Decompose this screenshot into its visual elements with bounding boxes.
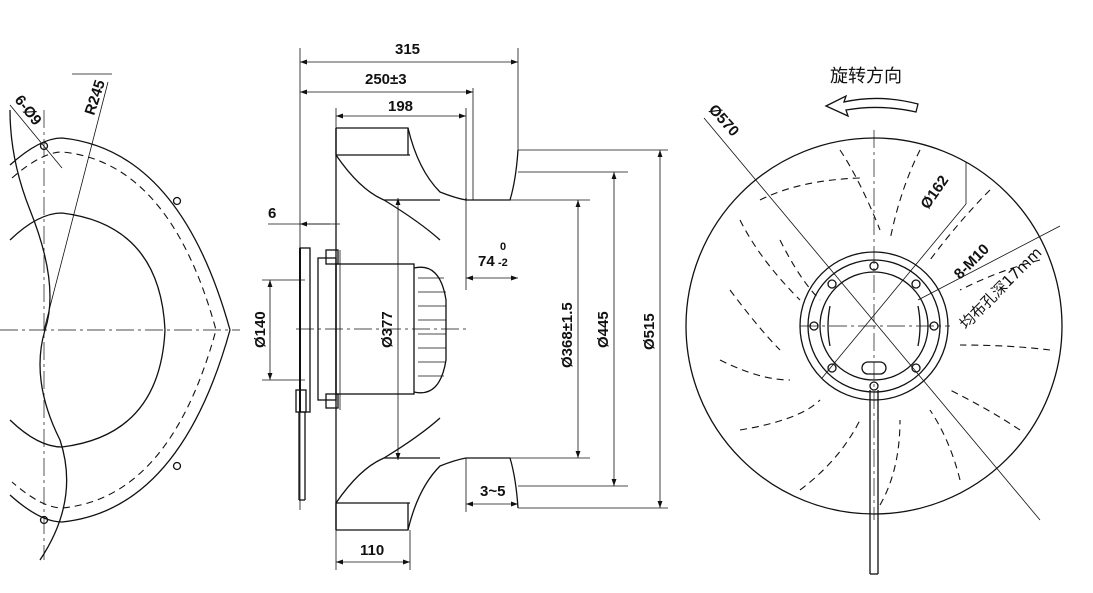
dim-hub-depth: 198: [388, 98, 413, 115]
impeller-blades: [719, 149, 1051, 506]
dim-offset: 74: [478, 253, 495, 270]
dim-shaft-dia: Ø140: [252, 311, 269, 348]
thread-callout: 8-M10: [951, 241, 993, 283]
mount-hole: [39, 141, 49, 151]
rotation-arrow-icon: [824, 94, 919, 118]
dim-inlet-dia: Ø368±1.5: [559, 302, 576, 368]
dim-outer-dia: Ø515: [641, 313, 658, 350]
mount-hole: [39, 515, 49, 525]
dim-hub-circle-dia: Ø162: [917, 172, 952, 212]
dim-bell-dia: Ø445: [595, 311, 612, 348]
dim-overall-depth: 315: [395, 41, 420, 58]
left-view-ring: 6-Ø9 R245: [0, 73, 240, 561]
side-view: 315 250±3 198 6 Ø140: [252, 41, 668, 570]
dim-motor-dia: Ø377: [379, 311, 396, 348]
dim-depth-tol: 250±3: [365, 71, 407, 88]
dim-offset-sup: 0: [500, 241, 506, 253]
mount-hole: [172, 196, 182, 206]
holes-callout: 6-Ø9: [11, 92, 45, 129]
motor-fins: [413, 266, 447, 394]
front-view: 旋转方向: [685, 66, 1063, 575]
dim-offset-sub: -2: [498, 257, 508, 269]
rotation-direction-label: 旋转方向: [830, 66, 902, 87]
radius-callout: R245: [82, 78, 109, 117]
dim-gap: 3~5: [480, 483, 505, 500]
mount-hole: [172, 461, 182, 471]
dim-flange: 6: [268, 205, 276, 222]
dim-impeller-dia: Ø570: [705, 101, 742, 140]
dim-inlet-width: 110: [360, 542, 384, 559]
